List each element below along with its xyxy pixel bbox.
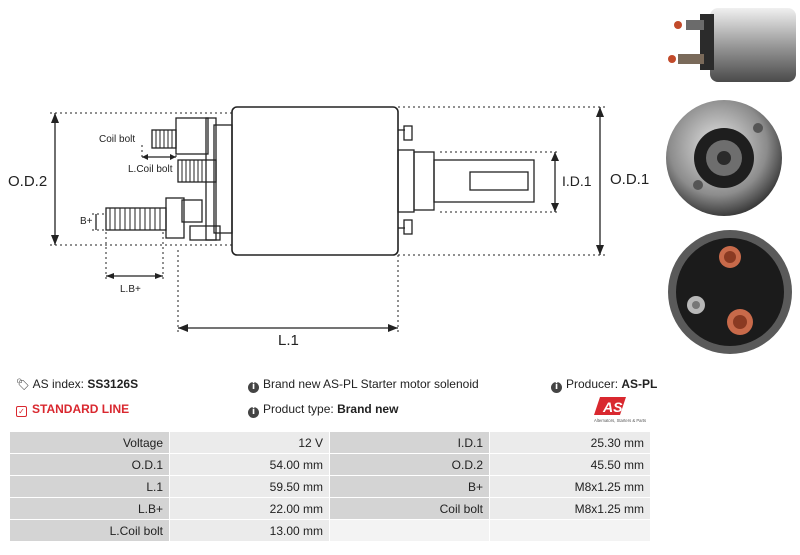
spec-key: L.Coil bolt	[9, 519, 170, 542]
b-label: B+	[80, 216, 93, 227]
producer: i Producer: AS-PL	[551, 377, 657, 393]
lcoil-bolt-label: L.Coil bolt	[128, 164, 173, 175]
product-type: i Product type: Brand new	[248, 402, 398, 418]
producer-label: Producer:	[566, 377, 619, 391]
spec-key: O.D.2	[329, 453, 490, 476]
spec-value: 59.50 mm	[169, 475, 330, 498]
product-type-value: Brand new	[337, 402, 399, 416]
producer-value: AS-PL	[621, 377, 658, 391]
photo-side-view	[668, 8, 796, 82]
spec-value: 25.30 mm	[489, 431, 651, 454]
spec-value: 12 V	[169, 431, 330, 454]
spec-key: B+	[329, 475, 490, 498]
spec-key: Coil bolt	[329, 497, 490, 520]
id1-label: I.D.1	[562, 173, 592, 189]
od2-label: O.D.2	[8, 173, 47, 190]
od1-label: O.D.1	[610, 171, 649, 188]
lb-label: L.B+	[120, 284, 141, 295]
as-index: 🏷 AS index: SS3126S	[16, 377, 138, 391]
logo-tagline: Alternators, Starters & Parts	[594, 418, 646, 423]
as-index-value: SS3126S	[87, 377, 139, 391]
l1-label: L.1	[278, 332, 299, 349]
spec-key	[329, 519, 490, 542]
technical-drawing: O.D.2 O.D.1 I.D.1 L.1 L.B+ B+ Coil bolt …	[8, 106, 649, 349]
spec-key: I.D.1	[329, 431, 490, 454]
tag-icon: 🏷	[16, 378, 30, 391]
photo-rear-view	[668, 230, 792, 354]
spec-key: L.B+	[9, 497, 170, 520]
standard-line: ✓ STANDARD LINE	[16, 402, 129, 417]
spec-value: 45.50 mm	[489, 453, 651, 476]
standard-line-text: STANDARD LINE	[32, 402, 130, 416]
coil-bolt-label: Coil bolt	[99, 134, 135, 145]
info-icon: i	[248, 407, 259, 418]
as-index-label: AS index:	[32, 377, 85, 391]
description-text: Brand new AS-PL Starter motor solenoid	[263, 377, 479, 391]
product-type-label: Product type:	[263, 402, 334, 416]
spec-value: M8x1.25 mm	[489, 497, 651, 520]
spec-key: Voltage	[9, 431, 170, 454]
spec-key: L.1	[9, 475, 170, 498]
spec-value: 22.00 mm	[169, 497, 330, 520]
as-pl-logo: AS Alternators, Starters & Parts	[592, 395, 662, 425]
spec-value	[489, 519, 651, 542]
info-icon: i	[248, 382, 259, 393]
spec-value: 54.00 mm	[169, 453, 330, 476]
spec-value: M8x1.25 mm	[489, 475, 651, 498]
info-icon: i	[551, 382, 562, 393]
spec-key: O.D.1	[9, 453, 170, 476]
photo-front-view	[666, 100, 782, 216]
product-photos	[666, 8, 796, 354]
spec-value: 13.00 mm	[169, 519, 330, 542]
product-description: i Brand new AS-PL Starter motor solenoid	[248, 377, 479, 393]
logo-text: AS	[602, 399, 623, 415]
check-square-icon: ✓	[16, 406, 27, 417]
